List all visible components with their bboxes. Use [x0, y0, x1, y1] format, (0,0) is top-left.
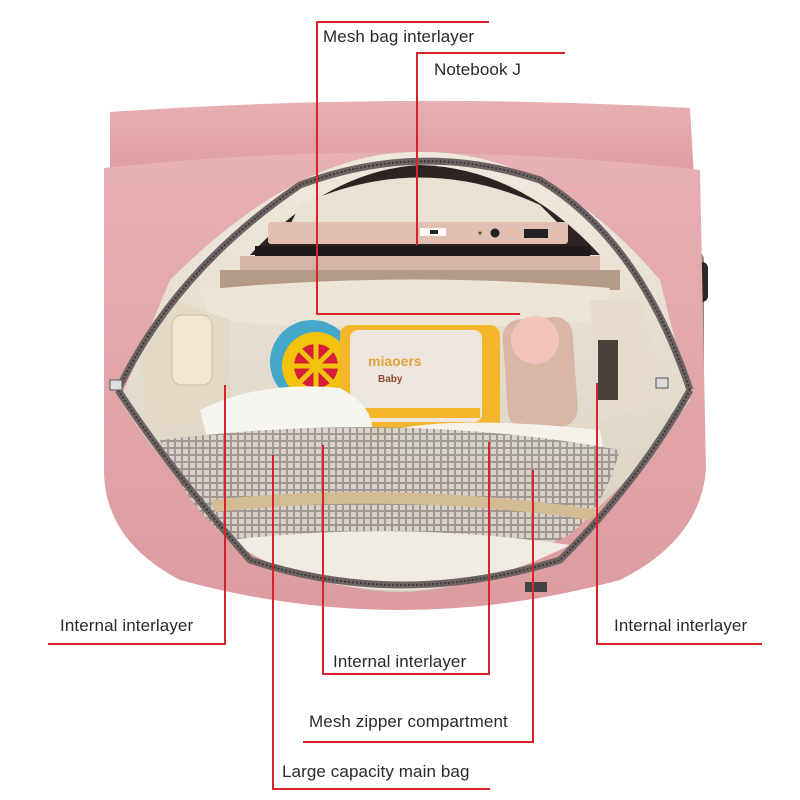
callout-internal-interlayer-left: Internal interlayer [60, 616, 194, 635]
callout-mesh-bag-interlayer: Mesh bag interlayer [323, 27, 475, 46]
leader-mesh-bag-interlayer-h [316, 21, 489, 23]
leader-main-bag-h [272, 788, 490, 790]
callout-internal-interlayer-right: Internal interlayer [614, 616, 748, 635]
leader-mesh-zipper-h [303, 741, 534, 743]
mesh-compartment [160, 427, 620, 540]
callout-internal-interlayer-center: Internal interlayer [333, 652, 467, 671]
leader-internal-center-left-v [322, 445, 324, 675]
svg-text:Baby: Baby [378, 374, 403, 385]
leader-internal-left-h [48, 643, 226, 645]
leader-mesh-bag-interlayer-v [316, 21, 318, 315]
leader-internal-center-right-v [488, 442, 490, 675]
leader-internal-right-v [596, 383, 598, 645]
leader-notebook-v [416, 52, 418, 245]
leader-main-bag-v [272, 455, 274, 790]
laptop [268, 222, 568, 244]
leader-mesh-bag-interlayer-h2 [316, 313, 520, 315]
leader-internal-right-h [596, 643, 762, 645]
callout-large-capacity-main-bag: Large capacity main bag [282, 762, 470, 781]
leader-internal-left-v [224, 385, 226, 645]
callout-mesh-zipper-compartment: Mesh zipper compartment [309, 712, 508, 731]
leader-notebook-h [416, 52, 565, 54]
svg-text:miaoers: miaoers [368, 353, 422, 369]
callout-notebook: Notebook J [434, 60, 521, 79]
leader-mesh-zipper-v [532, 470, 534, 743]
leader-internal-center-h [322, 673, 490, 675]
